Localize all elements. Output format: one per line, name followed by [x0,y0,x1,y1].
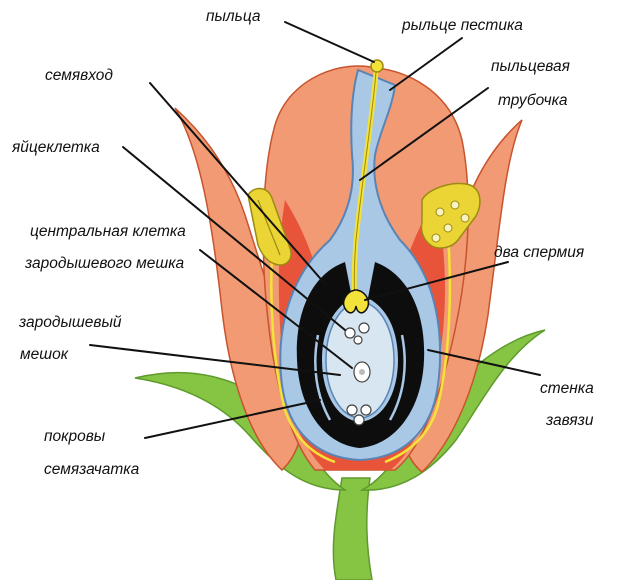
antipodal-cell [347,405,357,415]
label-two-sperm: два спермия [494,244,584,261]
label-ovary-wall-line2: завязи [545,412,594,429]
label-micropyle: семявход [45,67,113,84]
embryo-sac-shape [326,302,394,418]
antipodal-cell [361,405,371,415]
central-cell-nucleus [359,369,365,375]
egg-cell-shape [345,328,355,338]
label-central-cell-line2: зародышевого мешка [24,255,185,272]
leader-line-pollen [285,22,374,62]
anther-right-pollen [436,208,444,216]
label-embryo-sac-line2: мешок [20,346,69,363]
label-integuments-line2: семязачатка [44,461,140,478]
label-pollen-tube-line2: трубочка [498,92,568,109]
label-integuments-line1: покровы [44,428,106,445]
antipodal-cell [354,415,364,425]
leader-line-stigma [390,38,462,90]
stem [333,478,372,580]
label-ovary-wall-line1: стенка [540,380,594,397]
anther-right-pollen [444,224,452,232]
label-pollen: пыльца [206,8,261,25]
label-stigma: рыльце пестика [401,17,523,34]
anther-right-pollen [451,201,459,209]
synergid-cell [359,323,369,333]
label-central-cell-line1: центральная клетка [30,223,186,240]
label-embryo-sac-line1: зародышевый [18,314,122,331]
synergid-cell [354,336,362,344]
anther-right-pollen [432,234,440,242]
anther-right-pollen [461,214,469,222]
label-egg-cell: яйцеклетка [11,139,100,156]
label-pollen-tube-line1: пыльцевая [491,58,570,75]
